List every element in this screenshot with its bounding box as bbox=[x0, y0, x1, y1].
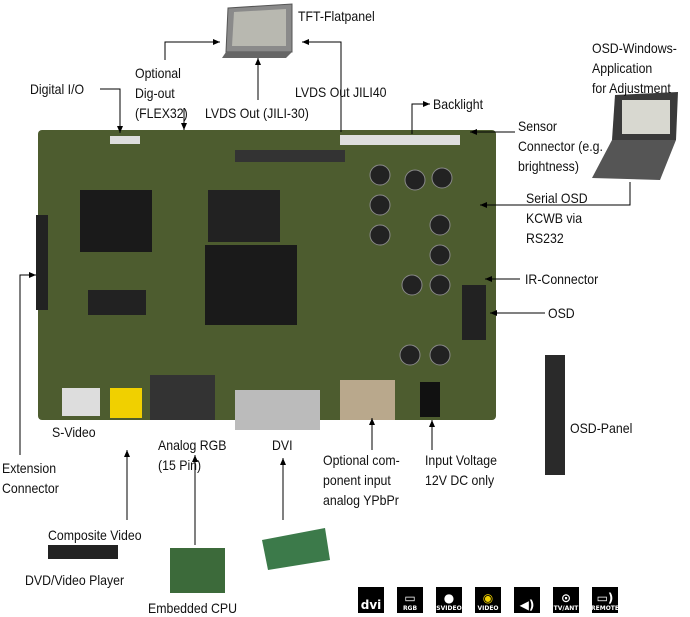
svideo-port bbox=[62, 388, 100, 416]
label-lvds-jili40: LVDS Out JILI40 bbox=[295, 84, 387, 100]
label-component-input: Optional com- ponent input analog YPbPr bbox=[323, 450, 400, 510]
label-line: Dig-out bbox=[135, 85, 175, 101]
label-line: Connector bbox=[2, 480, 59, 496]
label-embedded-cpu: Embedded CPU bbox=[148, 600, 238, 616]
remote-icon: ▭)REMOTE bbox=[591, 587, 619, 613]
label-line: Input Voltage bbox=[425, 452, 497, 468]
label-line: RS232 bbox=[526, 230, 564, 246]
label-extension-connector: Extension Connector bbox=[2, 458, 59, 498]
label-line: ponent input bbox=[323, 472, 391, 488]
label-lvds-jili30: LVDS Out (JILI-30) bbox=[205, 105, 309, 121]
dvi-icon: dvi bbox=[358, 587, 384, 613]
power-jack bbox=[420, 382, 440, 417]
icon-label: dvi bbox=[360, 598, 382, 612]
rgb-icon: ▭RGB bbox=[397, 587, 423, 613]
label-analog-rgb: Analog RGB (15 Pin) bbox=[158, 435, 226, 475]
label-dvd-player: DVD/Video Player bbox=[25, 572, 125, 588]
label-line: Application bbox=[592, 60, 653, 76]
label-line: (FLEX32) bbox=[135, 105, 188, 121]
circuit-board bbox=[36, 130, 496, 430]
label-line: Connector (e.g. bbox=[518, 138, 603, 154]
vga-port bbox=[150, 375, 215, 420]
label-line: Optional bbox=[135, 65, 181, 81]
dvi-port bbox=[235, 390, 320, 430]
label-line: KCWB via bbox=[526, 210, 583, 226]
label-line: 12V DC only bbox=[425, 472, 495, 488]
label-digital-io: Digital I/O bbox=[30, 81, 85, 97]
icon-label: VIDEO bbox=[477, 605, 499, 612]
heatsink bbox=[80, 190, 152, 252]
label-sensor-connector: Sensor Connector (e.g. brightness) bbox=[518, 116, 603, 176]
label-line: Optional com- bbox=[323, 452, 400, 468]
label-dvi: DVI bbox=[272, 437, 293, 453]
icon-label: REMOTE bbox=[591, 605, 619, 612]
label-composite-video: Composite Video bbox=[48, 527, 142, 543]
embedded-cpu-image bbox=[170, 548, 225, 593]
heatsink bbox=[205, 245, 297, 325]
connection-arrows bbox=[19, 39, 631, 545]
label-line: Analog RGB bbox=[158, 437, 227, 453]
tft-flatpanel-image bbox=[222, 3, 293, 58]
label-osd: OSD bbox=[548, 305, 575, 321]
label-line: OSD-Windows- bbox=[592, 40, 677, 56]
label-input-voltage: Input Voltage 12V DC only bbox=[425, 450, 497, 490]
label-backlight: Backlight bbox=[433, 96, 483, 112]
svideo-icon: ●SVIDEO bbox=[436, 587, 462, 613]
dvi-card-image bbox=[262, 528, 330, 570]
tv-antenna-icon: ⊙TV/ANT bbox=[553, 587, 579, 613]
label-line: for Adjustment bbox=[592, 80, 671, 96]
label-osd-windows-app: OSD-Windows- Application for Adjustment bbox=[592, 38, 677, 98]
audio-icon: ◀) bbox=[514, 587, 540, 613]
dvd-player-image bbox=[48, 545, 118, 559]
label-s-video: S-Video bbox=[52, 424, 96, 440]
label-line: Serial OSD bbox=[526, 190, 588, 206]
icon-label: SVIDEO bbox=[436, 605, 462, 612]
label-line: analog YPbPr bbox=[323, 492, 399, 508]
label-line: brightness) bbox=[518, 158, 579, 174]
label-line: Extension bbox=[2, 460, 57, 476]
label-osd-panel: OSD-Panel bbox=[570, 420, 633, 436]
extension-connector bbox=[36, 215, 48, 310]
video-icon: ◉VIDEO bbox=[475, 587, 501, 613]
icon-label: RGB bbox=[402, 605, 418, 612]
label-line: (15 Pin) bbox=[158, 457, 202, 473]
osd-panel-image bbox=[545, 355, 565, 475]
feature-icons: dvi ▭RGB ●SVIDEO ◉VIDEO ◀) ⊙TV/ANT ▭)REM… bbox=[358, 587, 619, 613]
label-dig-out: Optional Dig-out (FLEX32) bbox=[135, 63, 188, 123]
label-line: Sensor bbox=[518, 118, 558, 134]
label-tft-flatpanel: TFT-Flatpanel bbox=[298, 8, 375, 24]
icon-label: TV/ANT bbox=[553, 605, 579, 612]
label-ir-connector: IR-Connector bbox=[525, 271, 599, 287]
label-serial-osd: Serial OSD KCWB via RS232 bbox=[526, 188, 588, 248]
composite-port bbox=[110, 388, 142, 418]
laptop-image bbox=[592, 92, 678, 180]
component-port bbox=[340, 380, 395, 420]
